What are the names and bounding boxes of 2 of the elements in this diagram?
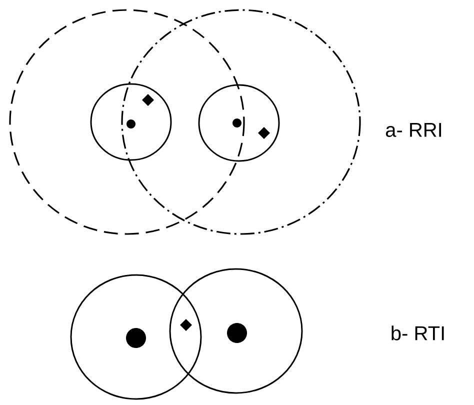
- panel-label: b- RTI: [392, 326, 444, 340]
- panel-label: a- RRI: [386, 123, 442, 137]
